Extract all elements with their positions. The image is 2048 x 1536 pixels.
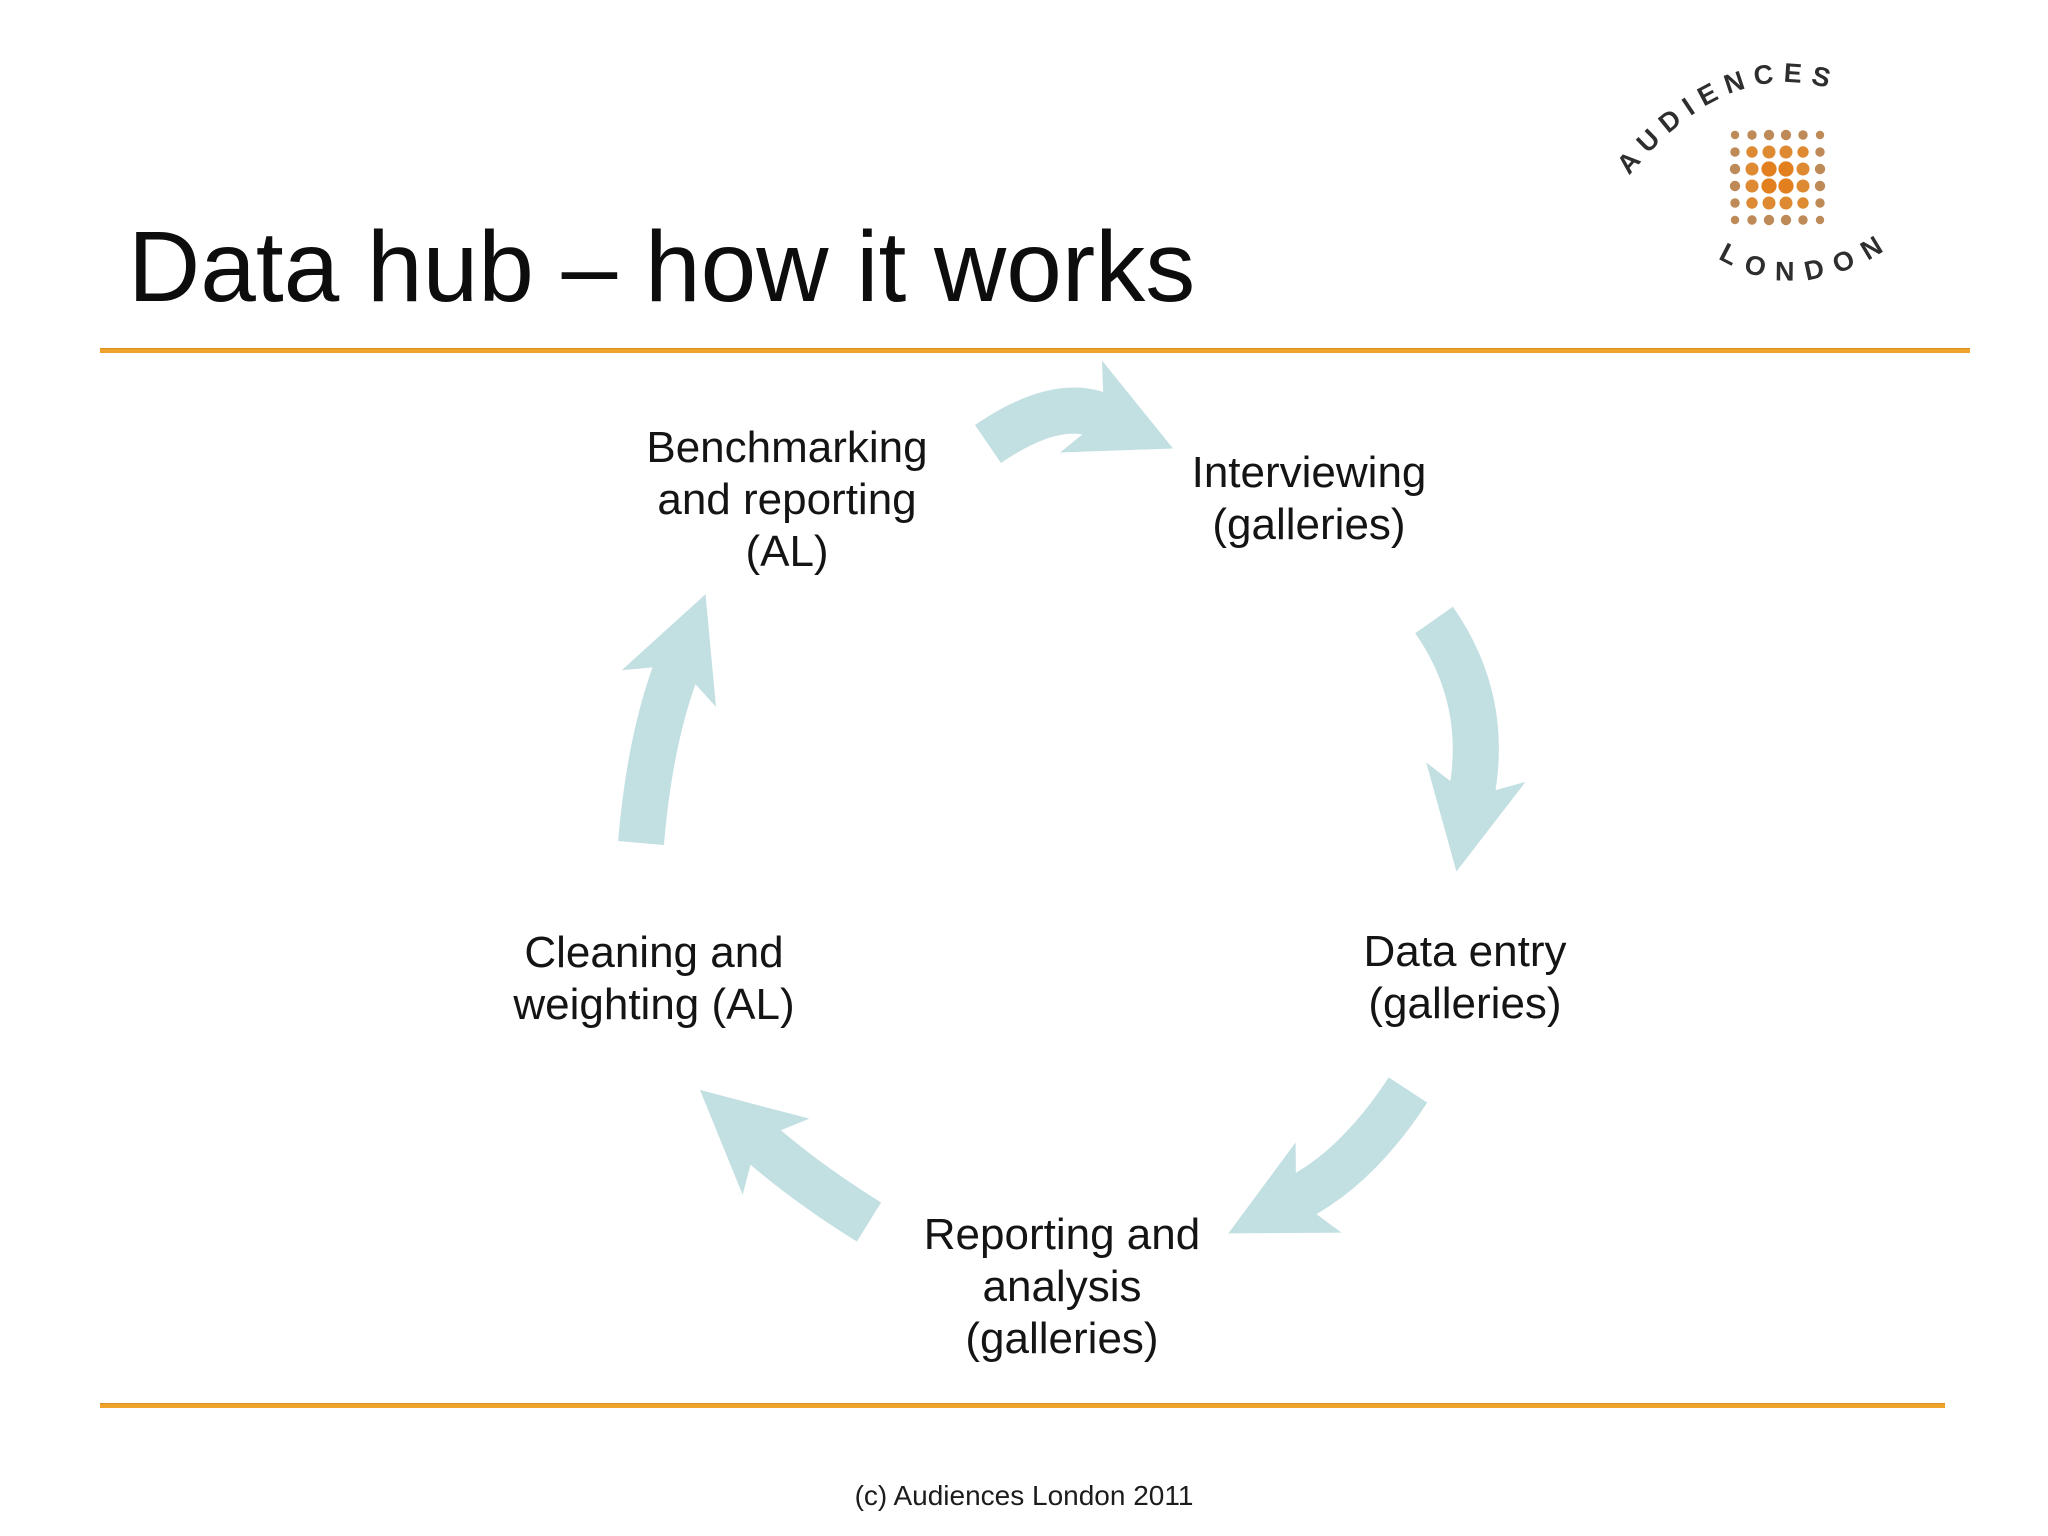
- cycle-node-data-entry: Data entry (galleries): [1245, 926, 1685, 1030]
- cycle-node-line: (galleries): [965, 1314, 1159, 1363]
- cycle-node-line: Reporting and: [923, 1210, 1201, 1259]
- cycle-node-line: and reporting: [657, 475, 917, 524]
- cycle-node-line: (galleries): [1368, 979, 1562, 1028]
- arrow-benchmarking-to-interviewing: [974, 360, 1174, 464]
- cycle-node-cleaning: Cleaning and weighting (AL): [434, 927, 874, 1031]
- audiences-london-logo: AUDIENCES LONDON: [1611, 58, 1886, 287]
- divider-line-top: [100, 349, 1970, 353]
- cycle-node-line: analysis: [982, 1262, 1142, 1311]
- cycle-node-line: Data entry: [1363, 927, 1567, 976]
- cycle-node-line: (AL): [745, 527, 829, 576]
- arrow-interviewing-to-data-entry: [1414, 606, 1526, 872]
- arrow-data-entry-to-reporting: [1228, 1077, 1428, 1234]
- footer-copyright: (c) Audiences London 2011: [854, 1480, 1194, 1511]
- cycle-node-line: Interviewing: [1191, 448, 1427, 497]
- cycle-node-line: (galleries): [1212, 500, 1406, 549]
- cycle-node-benchmarking: Benchmarking and reporting (AL): [567, 422, 1007, 578]
- arrow-cleaning-to-benchmarking: [618, 594, 716, 845]
- arrow-reporting-to-cleaning: [699, 1089, 882, 1242]
- cycle-node-interviewing: Interviewing (galleries): [1089, 447, 1529, 551]
- cycle-node-reporting: Reporting and analysis (galleries): [842, 1209, 1282, 1365]
- cycle-node-line: Cleaning and: [524, 928, 784, 977]
- divider-line-bottom: [100, 1404, 1945, 1408]
- cycle-node-line: weighting (AL): [513, 980, 795, 1029]
- slide-title: Data hub – how it works: [128, 211, 1196, 323]
- logo-dot-grid-icon: [1729, 129, 1826, 226]
- cycle-node-line: Benchmarking: [646, 423, 928, 472]
